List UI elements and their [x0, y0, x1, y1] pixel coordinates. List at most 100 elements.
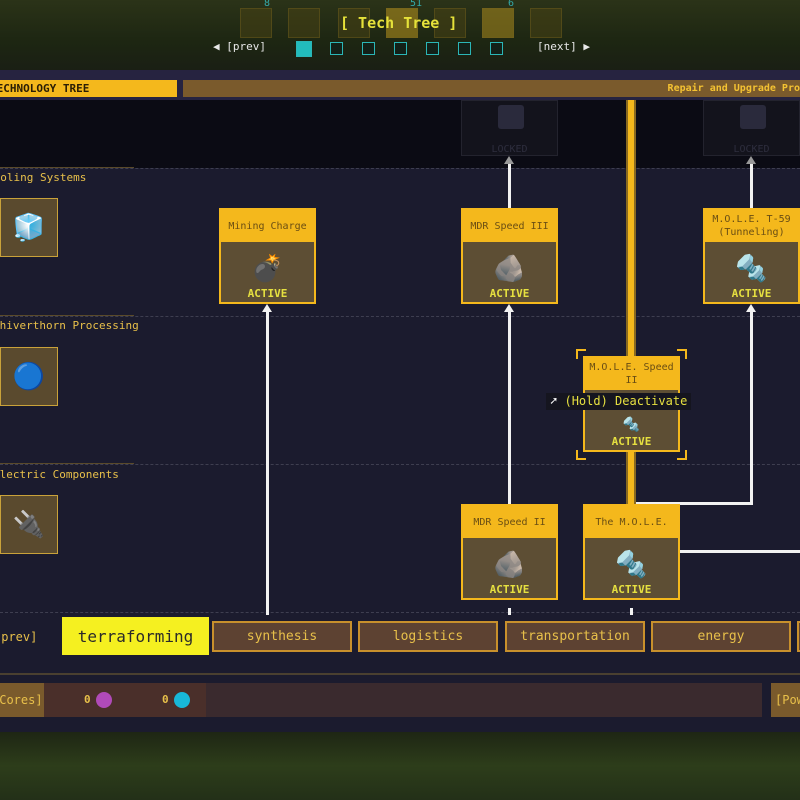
node-status: ACTIVE	[731, 287, 772, 300]
connector	[266, 312, 269, 615]
tab-logistics[interactable]: logistics	[358, 621, 498, 652]
category-label: Cooling Systems	[0, 171, 87, 184]
drill-icon: 🔩	[735, 254, 768, 284]
page-dot[interactable]	[490, 42, 503, 55]
tab-synthesis[interactable]: synthesis	[212, 621, 352, 652]
connector	[630, 608, 633, 615]
power-label: [Power	[771, 683, 800, 717]
node-mining-charge[interactable]: Mining Charge💣ACTIVE	[219, 208, 316, 304]
cooling-icon: 🧊	[0, 198, 58, 257]
tab-transportation[interactable]: transportation	[505, 621, 645, 652]
connector	[508, 608, 511, 615]
row-divider	[0, 168, 800, 169]
core-count: 0	[162, 693, 169, 706]
page-dot[interactable]	[458, 42, 471, 55]
cores-label: [Cores]	[0, 683, 44, 717]
blue-core-icon	[174, 692, 190, 708]
node-mdr-speed-3[interactable]: MDR Speed III 🪨 ACTIVE	[461, 208, 558, 304]
node-title: M.O.L.E. T-59 (Tunneling)	[712, 214, 791, 238]
cores-track	[206, 683, 762, 717]
page-dot[interactable]	[330, 42, 343, 55]
node-title: Mining Charge	[228, 220, 307, 232]
connector	[636, 502, 753, 505]
connector	[680, 550, 800, 553]
mdr-icon: 🪨	[493, 254, 526, 284]
row-divider	[0, 612, 800, 613]
row-divider	[0, 316, 800, 317]
node-title: MDR Speed II	[473, 516, 546, 528]
badge: 51	[410, 0, 423, 9]
next-page-button[interactable]: [next] ▶	[537, 40, 590, 53]
node-status: ACTIVE	[611, 435, 652, 448]
node-status: ACTIVE	[611, 583, 652, 596]
shiverthorn-icon: 🔵	[0, 347, 58, 406]
arrow-up-icon	[504, 156, 514, 164]
tabs-prev-button[interactable]: [prev]	[0, 630, 38, 644]
arrow-up-icon	[746, 156, 756, 164]
category-label: Shiverthorn Processing	[0, 319, 139, 332]
locked-label: LOCKED	[733, 144, 770, 155]
game-background	[0, 732, 800, 800]
locked-node[interactable]: LOCKED	[461, 100, 558, 156]
arrow-up-icon	[504, 304, 514, 312]
locked-label: LOCKED	[491, 144, 528, 155]
arrow-up-icon	[746, 304, 756, 312]
page-dot[interactable]	[394, 42, 407, 55]
selection-corner	[677, 450, 687, 460]
power-icon	[338, 8, 370, 38]
node-status: ACTIVE	[489, 287, 530, 300]
connector	[508, 312, 511, 504]
arrow-up-icon	[262, 304, 272, 312]
section-subtitle: Repair and Upgrade Pro	[183, 80, 800, 97]
selection-corner	[576, 349, 586, 359]
connector	[750, 312, 753, 505]
circuit-icon: 🔌	[0, 495, 58, 554]
download-icon	[288, 8, 320, 38]
section-title: TECHNOLOGY TREE	[0, 80, 177, 97]
node-the-mole[interactable]: The M.O.L.E. 🔩 ACTIVE	[583, 504, 680, 600]
badge: 8	[264, 0, 271, 9]
tooltip-text: (Hold) Deactivate	[564, 394, 688, 408]
page-dot[interactable]	[362, 42, 375, 55]
tech-tree-icon[interactable]	[386, 8, 418, 38]
node-title: MDR Speed III	[470, 220, 549, 232]
prev-label: [prev]	[226, 40, 266, 53]
selection-corner	[677, 349, 687, 359]
page-title: [ Tech Tree ]	[340, 14, 458, 32]
highlight-path	[626, 100, 636, 505]
purple-core-icon	[96, 692, 112, 708]
cursor-icon: ➚	[550, 394, 558, 408]
node-title: M.O.L.E. Speed II	[589, 362, 674, 386]
tab-energy[interactable]: energy	[651, 621, 791, 652]
locked-node[interactable]: LOCKED	[703, 100, 800, 156]
prev-page-button[interactable]: ◀ [prev]	[213, 40, 266, 53]
node-title: The M.O.L.E.	[595, 516, 668, 528]
node-status: ACTIVE	[247, 287, 288, 300]
page-dot[interactable]	[296, 41, 312, 57]
category-line	[0, 463, 134, 464]
diagram-icon	[240, 8, 272, 38]
category-line	[0, 167, 134, 168]
mdr-icon: 🪨	[493, 550, 526, 580]
next-label: [next]	[537, 40, 577, 53]
row-divider	[0, 464, 800, 465]
core-count: 0	[84, 693, 91, 706]
selection-corner	[576, 450, 586, 460]
node-mdr-speed-2[interactable]: MDR Speed II🪨ACTIVE	[461, 504, 558, 600]
category-label: Electric Components	[0, 468, 119, 481]
tooltip: ➚ (Hold) Deactivate	[546, 393, 692, 410]
locked-row	[0, 100, 800, 168]
tab-terraforming[interactable]: terraforming	[62, 617, 209, 655]
connector	[508, 164, 511, 208]
connector	[750, 164, 753, 208]
page-dot[interactable]	[426, 42, 439, 55]
list-icon	[530, 8, 562, 38]
upgrade-icon	[482, 8, 514, 38]
node-mole-t59[interactable]: M.O.L.E. T-59 (Tunneling) 🔩 ACTIVE	[703, 208, 800, 304]
logbook-icon	[434, 8, 466, 38]
badge: 6	[508, 0, 515, 9]
tab-next[interactable]	[797, 621, 800, 652]
drill-icon: 🔩	[622, 417, 641, 433]
lock-icon	[498, 105, 524, 129]
drill-icon: 🔩	[615, 550, 648, 580]
